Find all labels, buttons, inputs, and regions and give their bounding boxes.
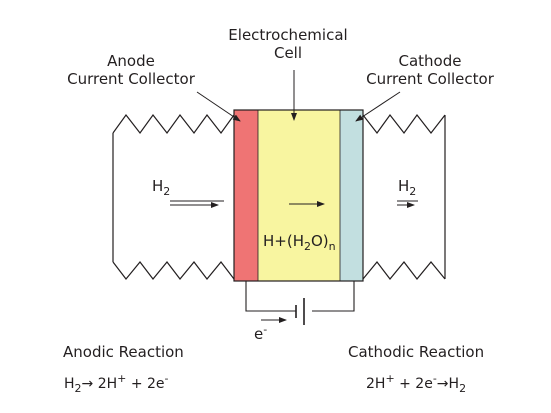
callout-arrows — [196, 70, 401, 122]
anodic-reaction-title: Anodic Reaction — [63, 343, 184, 361]
cathode-current-collector-layer — [340, 110, 363, 281]
hydrated-proton-label: H+(H2O)n — [263, 232, 336, 253]
anode-current-collector-layer — [234, 110, 258, 281]
cathode-callout-arrow — [355, 91, 401, 122]
flow-arrows — [170, 200, 418, 208]
anode-chamber-bottom-zigzag — [112, 261, 235, 280]
electrochemical-cell-label-line1: Electrochemical — [228, 26, 347, 44]
circuit-wire-left — [245, 281, 296, 312]
external-circuit — [245, 281, 355, 325]
electrochemical-cell-label-line2: Cell — [274, 44, 302, 62]
anode-chamber-top-zigzag — [112, 113, 235, 135]
cathode-gas-chamber — [362, 113, 446, 280]
h2-inlet-label: H2 — [152, 177, 170, 198]
cathodic-reaction-equation: 2H+ + 2e-→H2 — [366, 372, 466, 395]
anodic-reaction-equation: H2→ 2H+ + 2e- — [64, 372, 169, 395]
anode-gas-chamber — [112, 113, 235, 280]
electrolyte-membrane-layer — [258, 110, 340, 281]
anode-label-line2: Current Collector — [67, 70, 196, 88]
cathode-label-line2: Current Collector — [366, 70, 495, 88]
cathode-chamber-bottom-zigzag — [362, 261, 446, 280]
circuit-wire-right — [312, 281, 355, 312]
cathodic-reaction-title: Cathodic Reaction — [348, 343, 484, 361]
electron-label: e- — [254, 323, 267, 343]
h2-outlet-label: H2 — [398, 177, 416, 198]
cathode-label-line1: Cathode — [399, 52, 462, 70]
cell-outline — [233, 109, 364, 282]
cathode-chamber-top-zigzag — [362, 113, 446, 135]
anode-callout-arrow — [196, 91, 241, 122]
anode-label-line1: Anode — [107, 52, 155, 70]
